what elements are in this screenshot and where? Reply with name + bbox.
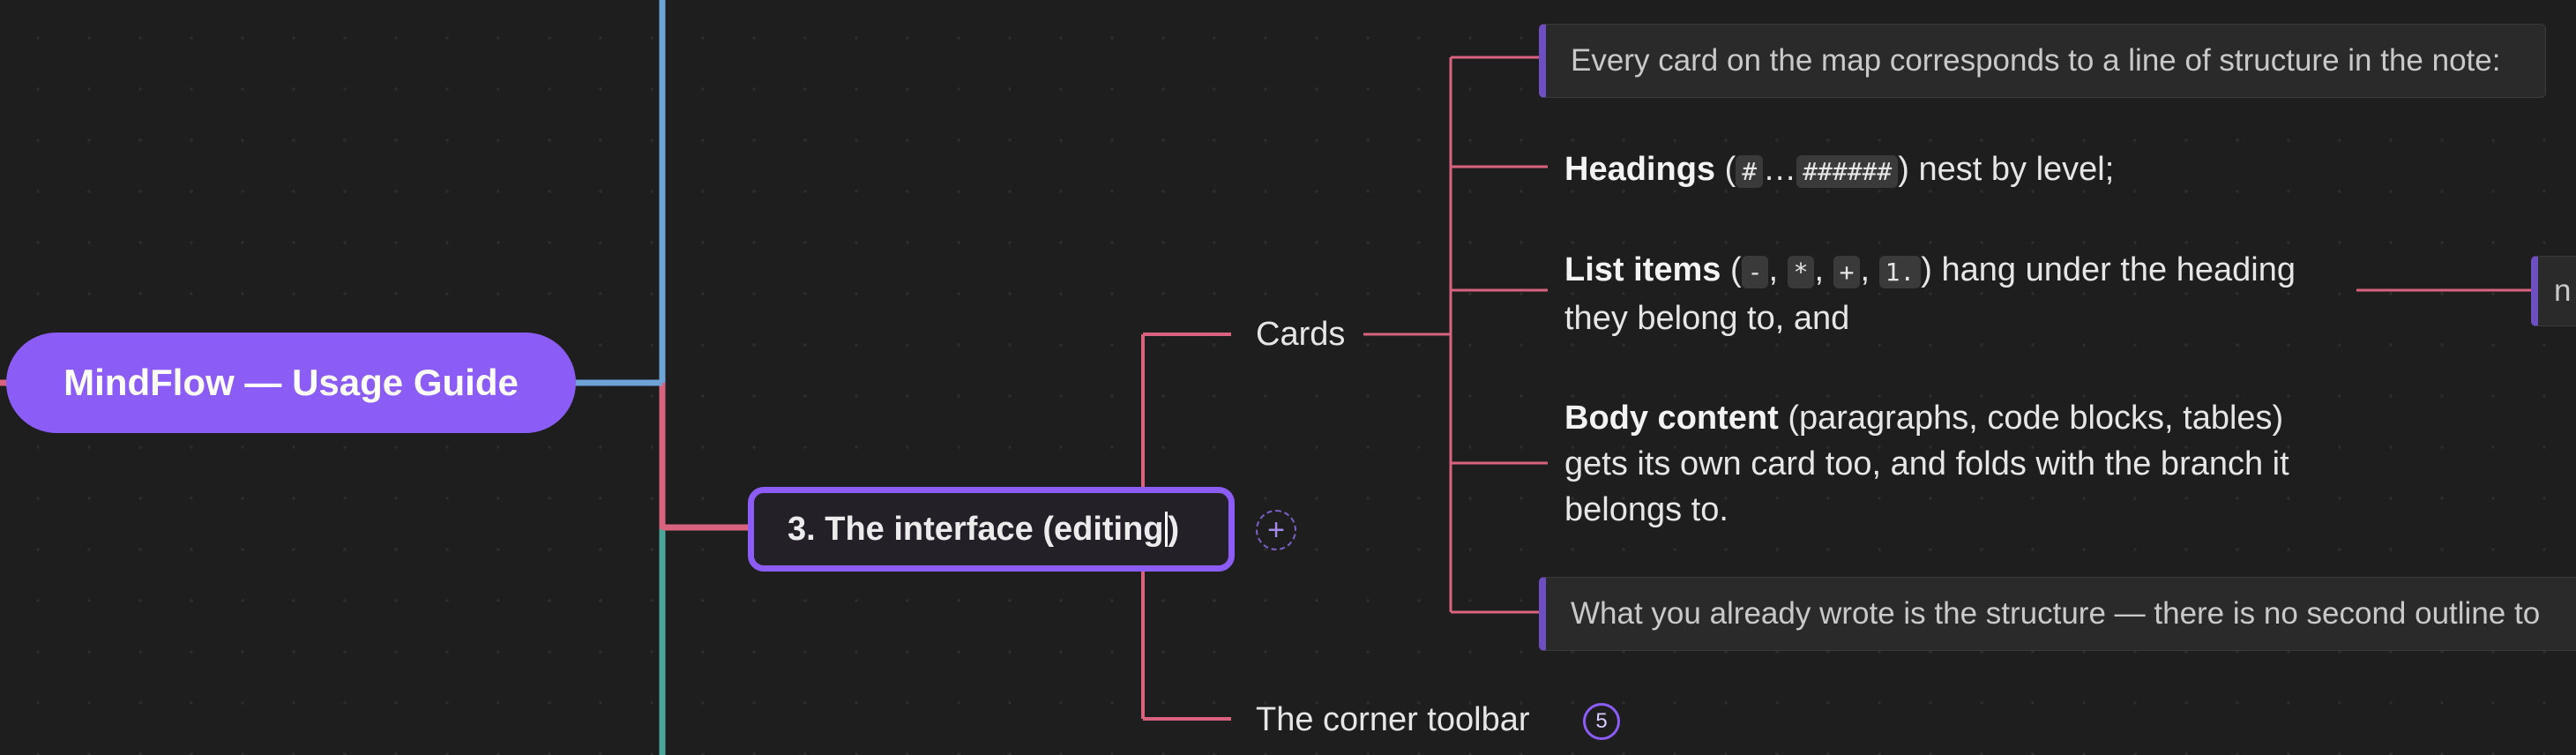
editing-node-text-end[interactable]: ) [1168, 510, 1180, 548]
card-body-content[interactable]: Body content (paragraphs, code blocks, t… [1564, 395, 2289, 533]
body-content-line-2: gets its own card too, and folds with th… [1564, 445, 2289, 482]
headings-code-2: ###### [1796, 155, 1899, 188]
list-items-sep-3: , [1860, 251, 1879, 288]
card-list-child-text: n [2554, 273, 2572, 308]
collapsed-count-badge[interactable]: 5 [1583, 703, 1620, 740]
headings-title: Headings [1564, 151, 1716, 188]
branch-corner-toolbar[interactable]: The corner toolbar [1256, 701, 1530, 738]
root-title: MindFlow — Usage Guide [63, 362, 519, 403]
headings-ellipsis: … [1763, 151, 1797, 188]
card-list-items[interactable]: List items (-, *, +, 1.) hang under the … [1564, 247, 2296, 341]
list-items-code-1: - [1741, 256, 1769, 288]
add-child-button[interactable]: + [1256, 510, 1296, 550]
list-items-code-4: 1. [1878, 256, 1922, 288]
body-content-title: Body content [1564, 400, 1779, 437]
card-intro[interactable]: Every card on the map corresponds to a l… [1539, 24, 2546, 98]
root-node[interactable]: MindFlow — Usage Guide [6, 333, 576, 433]
card-headings[interactable]: Headings (#…######) nest by level; [1564, 146, 2114, 195]
editing-node[interactable]: 3. The interface (editing) [748, 487, 1235, 572]
list-items-rest: ) hang under the heading [1921, 251, 2296, 288]
editing-node-text[interactable]: 3. The interface (editing [788, 510, 1164, 548]
list-items-code-3: + [1833, 256, 1861, 288]
card-outro-text: What you already wrote is the structure … [1571, 596, 2541, 631]
branch-cards[interactable]: Cards [1256, 316, 1346, 353]
body-content-rest: (paragraphs, code blocks, tables) [1778, 400, 2284, 437]
text-caret [1164, 512, 1168, 547]
list-items-code-2: * [1787, 256, 1815, 288]
card-list-items-child[interactable]: n [2531, 256, 2576, 326]
headings-code-1: # [1736, 155, 1764, 188]
list-items-open: ( [1721, 251, 1742, 288]
plus-icon: + [1267, 513, 1285, 547]
body-content-line-1: Body content (paragraphs, code blocks, t… [1564, 395, 2289, 441]
card-intro-text: Every card on the map corresponds to a l… [1571, 43, 2501, 78]
headings-rest: ) nest by level; [1898, 151, 2115, 188]
list-items-title: List items [1564, 251, 1721, 288]
list-items-sep-1: , [1768, 251, 1788, 288]
list-items-sep-2: , [1814, 251, 1833, 288]
body-content-line-3: belongs to. [1564, 491, 1729, 528]
card-outro[interactable]: What you already wrote is the structure … [1539, 577, 2576, 651]
list-items-line-2: they belong to, and [1564, 300, 1850, 337]
headings-open: ( [1715, 151, 1736, 188]
list-items-line-1: List items (-, *, +, 1.) hang under the … [1564, 247, 2296, 295]
